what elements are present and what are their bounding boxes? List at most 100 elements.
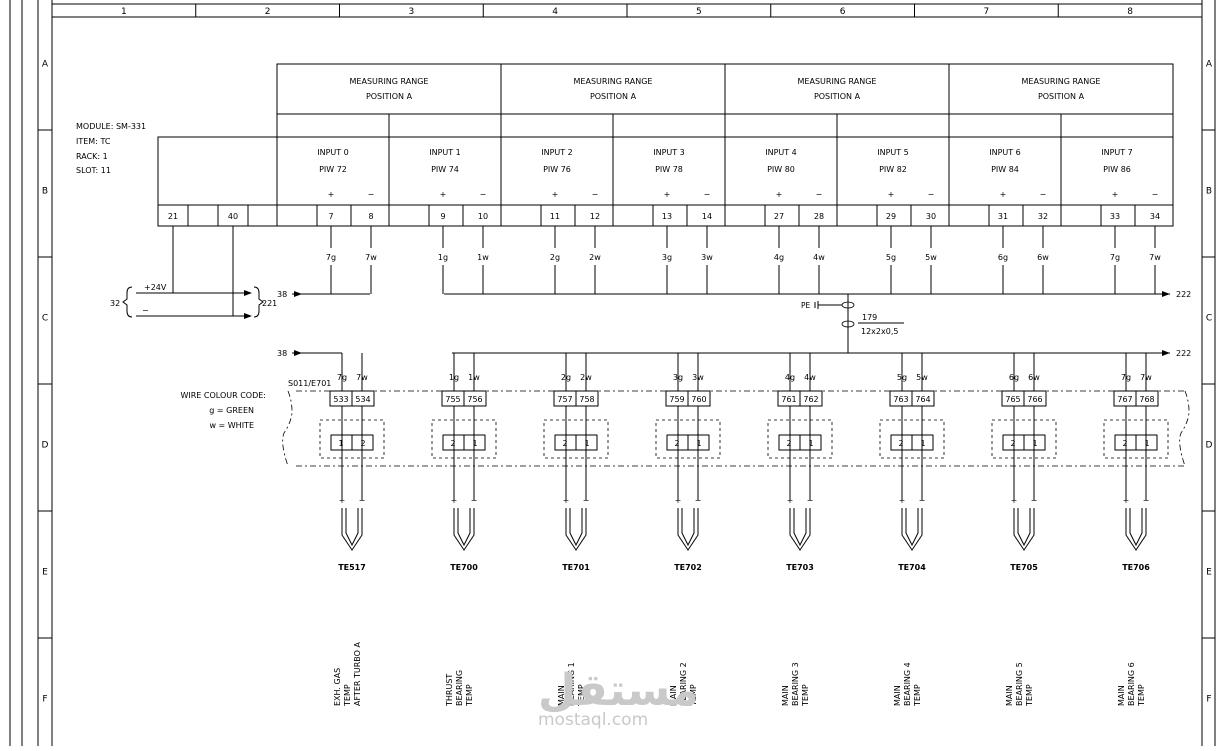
module-info-line: MODULE: SM-331 [76, 122, 146, 131]
sensor-description: MAIN [781, 685, 790, 706]
sensor-description: EXH. GAS [333, 668, 342, 706]
sensor-description: TEMP [465, 684, 474, 707]
pin-number: 2 [360, 439, 365, 448]
range-header-line2: POSITION A [1038, 92, 1085, 101]
polarity-plus: + [899, 496, 906, 505]
wire-label: 3w [701, 253, 713, 262]
input-name: INPUT 6 [989, 148, 1021, 157]
sensor-description: BEARING 1 [567, 662, 576, 706]
terminal-number: 758 [579, 395, 594, 404]
pin-number: 1 [472, 439, 477, 448]
row-label-left: A [42, 60, 49, 70]
row-label-right: A [1206, 60, 1213, 70]
sensor-tag: TE701 [562, 563, 590, 572]
input-piw: PIW 82 [879, 165, 907, 174]
column-label: 4 [552, 7, 558, 17]
column-label: 5 [696, 7, 702, 17]
input-name: INPUT 3 [653, 148, 685, 157]
terminal-number: 7 [328, 212, 333, 221]
terminal-number: 761 [781, 395, 796, 404]
polarity-plus: + [675, 496, 682, 505]
column-label: 8 [1127, 7, 1133, 17]
column-label: 3 [409, 7, 415, 17]
wire-label: 7g [337, 373, 347, 382]
polarity-minus: − [471, 496, 478, 505]
polarity-plus: + [1011, 496, 1018, 505]
wire-label: 2g [550, 253, 560, 262]
row-label-left: B [42, 187, 48, 197]
input-name: INPUT 0 [317, 148, 349, 157]
wire-label: 5g [886, 253, 896, 262]
wire-label: 3g [673, 373, 683, 382]
terminal-number: 11 [550, 212, 560, 221]
sensor-tag: TE706 [1122, 563, 1150, 572]
polarity-minus: − [583, 496, 590, 505]
polarity-plus: + [664, 190, 671, 199]
input-piw: PIW 76 [543, 165, 571, 174]
sensor-description: THRUST [445, 674, 454, 707]
terminal-number: 765 [1005, 395, 1020, 404]
sensor-tag: TE705 [1010, 563, 1038, 572]
polarity-minus: − [368, 190, 375, 199]
input-piw: PIW 78 [655, 165, 683, 174]
terminal-number: 32 [1038, 212, 1048, 221]
sensor-description: MAIN [669, 685, 678, 706]
sensor-description: BEARING 6 [1127, 662, 1136, 706]
wire-label: 1g [449, 373, 459, 382]
polarity-minus: − [695, 496, 702, 505]
wire-label: 6w [1028, 373, 1040, 382]
terminal-number: 27 [774, 212, 784, 221]
field-box: S011/E701 [282, 379, 1190, 467]
column-label: 1 [121, 7, 127, 17]
terminal-number: 763 [893, 395, 908, 404]
thermocouple-symbol [1125, 508, 1147, 551]
watermark-text: mostaql.com [538, 710, 648, 730]
terminal-number: 767 [1117, 395, 1132, 404]
cable-type: 12x2x0,5 [861, 327, 898, 336]
wire-label: 7w [1140, 373, 1152, 382]
polarity-plus: + [888, 190, 895, 199]
terminal-number: 34 [1150, 212, 1160, 221]
sensor-tag: TE703 [786, 563, 814, 572]
input-name: INPUT 1 [429, 148, 461, 157]
input-name: INPUT 5 [877, 148, 909, 157]
row-label-left: D [42, 441, 49, 451]
cable-bus: 38 222 38 222 PE 179 12x2x0,5 [277, 290, 1191, 358]
cable-number: 179 [862, 313, 877, 322]
sensor-tag: TE517 [338, 563, 366, 572]
terminal-number: 8 [368, 212, 373, 221]
polarity-plus: + [552, 190, 559, 199]
terminal-number: 759 [669, 395, 684, 404]
terminal-number: 766 [1027, 395, 1042, 404]
polarity-minus: − [1031, 496, 1038, 505]
wire-label: 4g [785, 373, 795, 382]
wire-colour-code: WIRE COLOUR CODE: g = GREEN w = WHITE [180, 391, 266, 430]
pin-number: 2 [898, 439, 903, 448]
row-label-right: D [1206, 441, 1213, 451]
field-box-label: S011/E701 [288, 379, 331, 388]
wire-code-green: g = GREEN [209, 406, 254, 415]
sensor-description: TEMP [1137, 684, 1146, 707]
terminal-number: 764 [915, 395, 930, 404]
terminal-number: 755 [445, 395, 460, 404]
range-header-line1: MEASURING RANGE [798, 77, 877, 86]
thermocouple-symbol [901, 508, 923, 551]
range-header-line2: POSITION A [814, 92, 861, 101]
input-name: INPUT 4 [765, 148, 797, 157]
terminal-number: 9 [440, 212, 445, 221]
range-header-3: MEASURING RANGE POSITION A [1022, 77, 1101, 101]
terminal-number: 31 [998, 212, 1008, 221]
wire-label: 3w [692, 373, 704, 382]
wire-label: 5w [916, 373, 928, 382]
row-label-right: C [1206, 314, 1212, 324]
polarity-minus: − [1143, 496, 1150, 505]
polarity-plus: + [339, 496, 346, 505]
terminal-number: 768 [1139, 395, 1154, 404]
